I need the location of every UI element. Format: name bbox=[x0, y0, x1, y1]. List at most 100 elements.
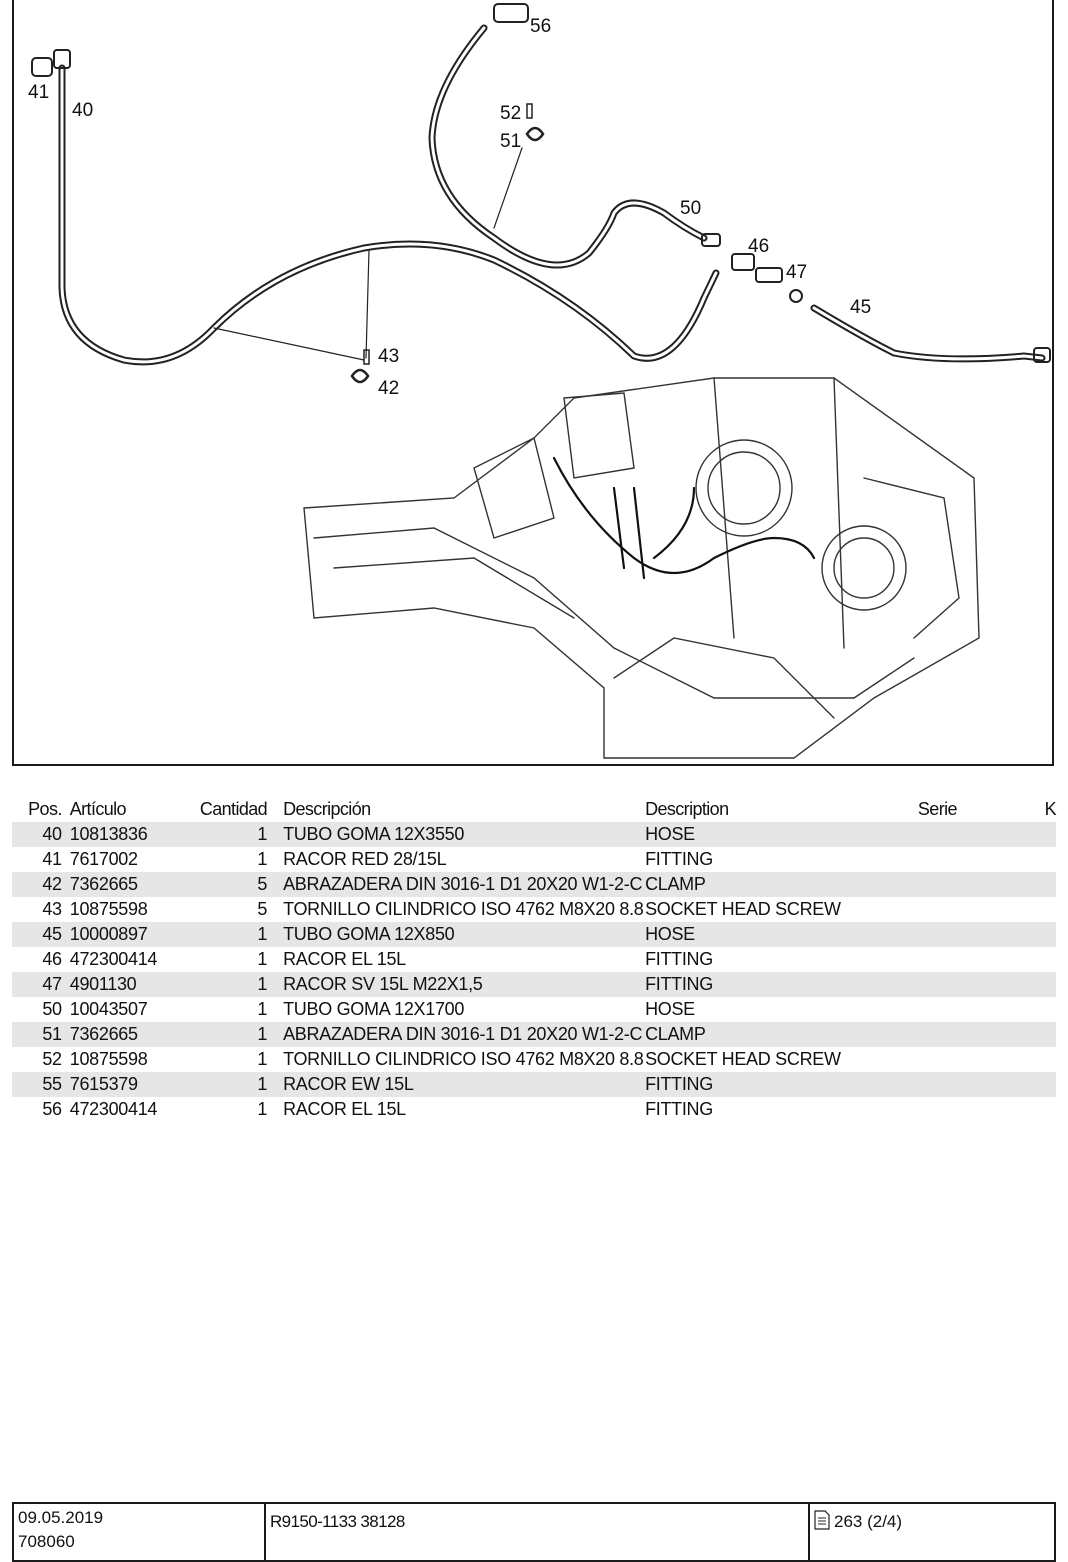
cell-description: SOCKET HEAD SCREW bbox=[645, 899, 841, 919]
cell-pos: 41 bbox=[42, 849, 62, 869]
column-header-k: K bbox=[1044, 798, 1057, 819]
column-header-descripcion: Descripción bbox=[283, 798, 371, 819]
cell-description: SOCKET HEAD SCREW bbox=[645, 1049, 841, 1069]
callout-42: 42 bbox=[378, 378, 399, 399]
cell-pos: 55 bbox=[12, 1072, 70, 1097]
callout-labels: 56 41 40 52 51 50 46 47 45 43 42 bbox=[28, 16, 871, 399]
cell-cantidad: 1 bbox=[171, 972, 284, 997]
cell-articulo: 7362665 bbox=[69, 872, 172, 897]
column-header-cantidad: Cantidad bbox=[199, 798, 268, 819]
cell-serie bbox=[918, 1047, 1045, 1072]
cell-cantidad: 1 bbox=[171, 822, 284, 847]
column-header-serie: Serie bbox=[917, 798, 958, 819]
callout-47: 47 bbox=[786, 262, 807, 283]
cell-cantidad: 5 bbox=[257, 899, 268, 919]
cell-description: HOSE bbox=[645, 922, 918, 947]
cell-k bbox=[1044, 872, 1056, 897]
cell-k bbox=[1045, 1047, 1056, 1072]
cell-descripcion: ABRAZADERA DIN 3016-1 D1 20X20 W1-2-C bbox=[283, 1022, 646, 1047]
cell-serie bbox=[918, 847, 1045, 872]
cell-serie bbox=[917, 922, 1045, 947]
cell-pos: 42 bbox=[12, 872, 70, 897]
cell-pos: 46 bbox=[42, 949, 62, 969]
cell-articulo: 10813836 bbox=[69, 822, 172, 847]
cell-description: CLAMP bbox=[645, 1022, 918, 1047]
cell-descripcion: TORNILLO CILINDRICO ISO 4762 M8X20 8.8 bbox=[283, 1049, 644, 1069]
callout-41: 41 bbox=[28, 82, 49, 103]
cell-k bbox=[1044, 1072, 1056, 1097]
hose-40 bbox=[58, 64, 720, 366]
cell-description: HOSE bbox=[645, 822, 918, 847]
footer-date: 09.05.2019 bbox=[18, 1508, 104, 1527]
callout-50: 50 bbox=[680, 198, 701, 219]
cell-articulo: 10000897 bbox=[69, 922, 172, 947]
cell-description: CLAMP bbox=[645, 872, 918, 897]
cell-descripcion: ABRAZADERA DIN 3016-1 D1 20X20 W1-2-C bbox=[283, 872, 646, 897]
document-icon bbox=[814, 1510, 830, 1535]
cell-descripcion: RACOR EL 15L bbox=[283, 1099, 406, 1119]
cell-descripcion: TUBO GOMA 12X3550 bbox=[283, 822, 646, 847]
cell-descripcion: TUBO GOMA 12X1700 bbox=[283, 999, 465, 1019]
hose-45 bbox=[810, 304, 1046, 363]
cell-serie bbox=[918, 997, 1045, 1022]
cell-cantidad: 5 bbox=[171, 872, 284, 897]
cell-cantidad: 1 bbox=[257, 849, 268, 869]
exploded-view-drawing: 56 41 40 52 51 50 46 47 45 43 42 bbox=[12, 0, 1054, 766]
table-row: 52 10875598 1 TORNILLO CILINDRICO ISO 4762 … bbox=[12, 1047, 1056, 1072]
footer-page: 263 (2/4) bbox=[834, 1512, 903, 1531]
cell-cantidad: 1 bbox=[257, 1049, 268, 1069]
cell-k bbox=[1044, 972, 1056, 997]
cell-k bbox=[1045, 997, 1056, 1022]
cell-descripcion: RACOR EL 15L bbox=[283, 949, 406, 969]
cell-cantidad: 1 bbox=[257, 1099, 268, 1119]
cell-cantidad: 1 bbox=[171, 1072, 284, 1097]
cell-articulo: 7617002 bbox=[69, 849, 138, 869]
cell-descripcion: RACOR EW 15L bbox=[283, 1072, 646, 1097]
cell-k bbox=[1045, 897, 1056, 922]
cell-k bbox=[1044, 822, 1056, 847]
column-header-description: Description bbox=[645, 798, 729, 819]
cell-pos: 51 bbox=[12, 1022, 70, 1047]
column-header-pos: Pos. bbox=[28, 798, 62, 819]
callout-52: 52 bbox=[500, 103, 521, 124]
table-header-row: Pos. Artículo Cantidad Descripción Descr… bbox=[12, 796, 1056, 822]
cell-pos: 45 bbox=[12, 922, 70, 947]
callout-56: 56 bbox=[530, 16, 551, 37]
cell-description: FITTING bbox=[645, 1072, 918, 1097]
column-header-articulo: Artículo bbox=[69, 798, 127, 819]
cell-pos: 52 bbox=[42, 1049, 62, 1069]
cell-pos: 43 bbox=[42, 899, 62, 919]
callout-51: 51 bbox=[500, 131, 521, 152]
cell-cantidad: 1 bbox=[171, 922, 284, 947]
cell-descripcion: RACOR RED 28/15L bbox=[283, 849, 447, 869]
cell-description: FITTING bbox=[645, 972, 918, 997]
cell-cantidad: 1 bbox=[257, 949, 268, 969]
cell-description: HOSE bbox=[645, 999, 695, 1019]
cell-serie bbox=[917, 872, 1045, 897]
hose-routing-diagram: 56 41 40 52 51 50 46 47 45 43 42 bbox=[28, 3, 1051, 759]
cell-serie bbox=[918, 897, 1045, 922]
cell-serie bbox=[917, 822, 1045, 847]
cell-pos: 56 bbox=[42, 1099, 62, 1119]
cell-articulo: 10875598 bbox=[69, 1049, 148, 1069]
footer-doc-id: R9150-1133 38128 bbox=[270, 1512, 405, 1531]
callout-46: 46 bbox=[748, 236, 769, 257]
cell-pos: 47 bbox=[12, 972, 70, 997]
cell-description: FITTING bbox=[645, 1099, 713, 1119]
cell-pos: 50 bbox=[42, 999, 62, 1019]
cell-serie bbox=[917, 1072, 1045, 1097]
cell-k bbox=[1045, 847, 1056, 872]
cell-serie bbox=[918, 947, 1045, 972]
cell-descripcion: TORNILLO CILINDRICO ISO 4762 M8X20 8.8 bbox=[283, 899, 644, 919]
cell-k bbox=[1044, 1022, 1056, 1047]
cell-k bbox=[1045, 1097, 1056, 1122]
cell-cantidad: 1 bbox=[171, 1022, 284, 1047]
cell-articulo: 10043507 bbox=[69, 999, 148, 1019]
